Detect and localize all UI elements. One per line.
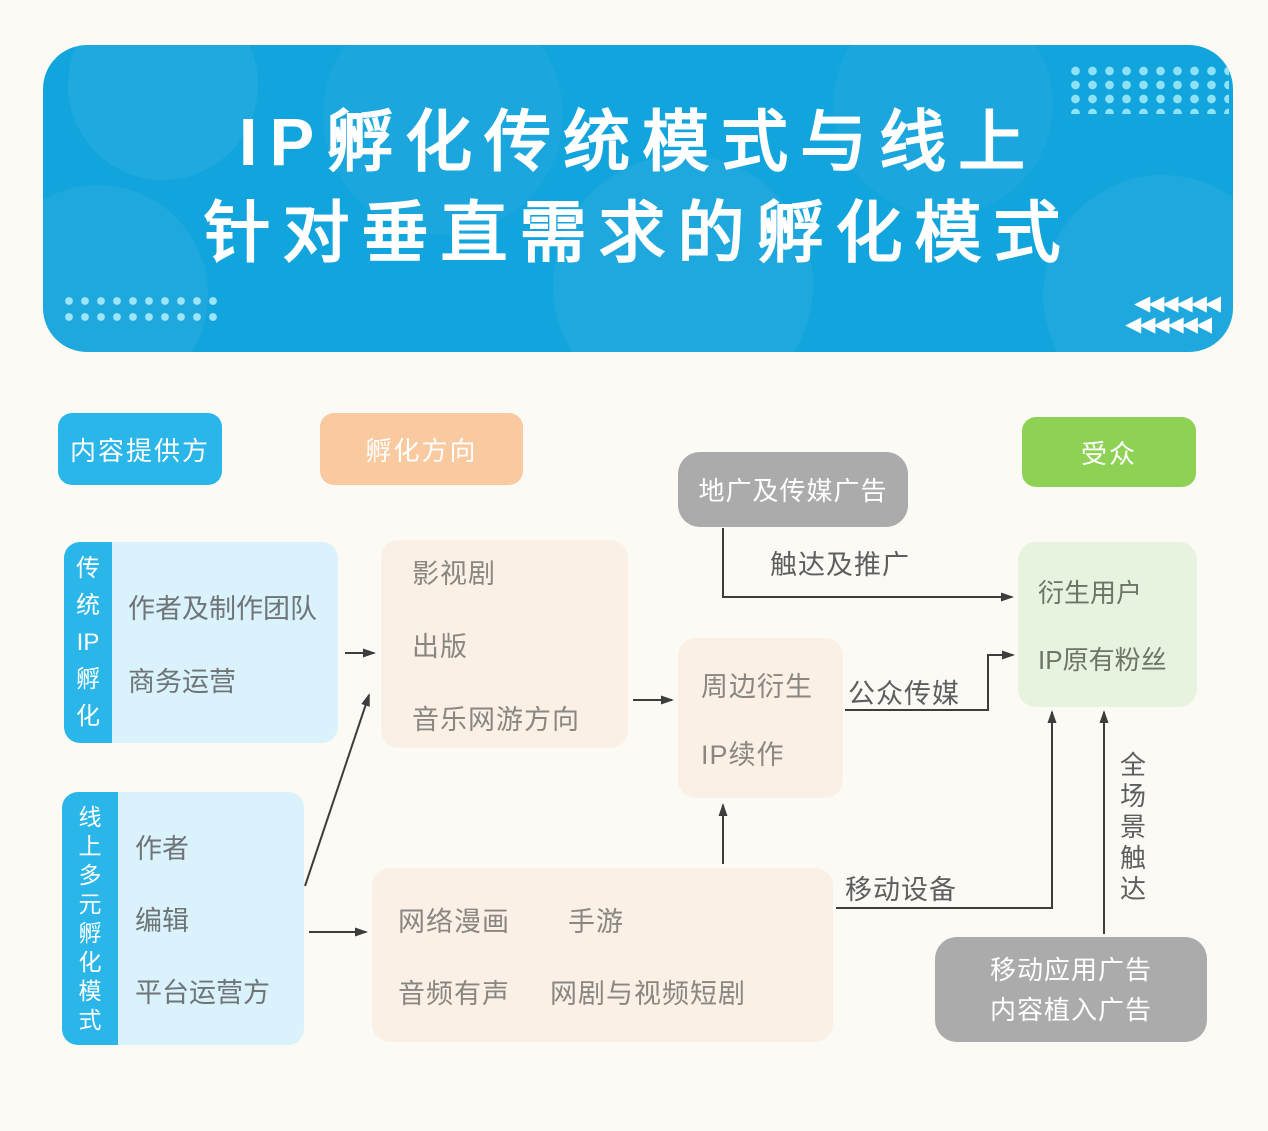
derivative-line-1: 周边衍生: [701, 671, 813, 702]
label-mobile-device: 移动设备: [845, 875, 957, 905]
dot-pattern-bottom-left: [59, 291, 217, 324]
label-reach-and-promote: 触达及推广: [770, 550, 910, 580]
box-ground-media-ads: 地广及传媒广告: [678, 452, 908, 527]
title-line-2: 针对垂直需求的孵化模式: [203, 196, 1073, 271]
direction-line-publishing: 出版: [412, 631, 468, 662]
audience-line-ip-fans: IP原有粉丝: [1038, 644, 1167, 675]
title-banner: IP孵化传统模式与线上 针对垂直需求的孵化模式 ◀◀◀◀◀◀ ◀◀◀◀◀◀: [43, 45, 1233, 352]
triangle-pattern: ◀◀◀◀◀◀ ◀◀◀◀◀◀: [1059, 292, 1221, 336]
block-traditional-ip-incubation: 传 统 IP 孵 化 作者及制作团队 商务运营: [64, 542, 338, 743]
traditional-line-1: 作者及制作团队: [128, 593, 317, 624]
page-title: IP孵化传统模式与线上 针对垂直需求的孵化模式: [43, 97, 1233, 279]
product-web-comics: 网络漫画: [398, 906, 510, 937]
box-traditional-directions: 影视剧 出版 音乐网游方向: [381, 540, 628, 748]
box-audience-users: 衍生用户 IP原有粉丝: [1018, 542, 1197, 707]
block-online-multi-incubation: 线 上 多 元 孵 化 模 式 作者 编辑 平台运营方: [62, 792, 304, 1045]
triangle-row-1: ◀◀◀◀◀◀: [1134, 292, 1221, 315]
online-multi-line-1: 作者: [135, 834, 189, 864]
product-mobile-games: 手游: [568, 906, 624, 937]
online-multi-line-3: 平台运营方: [135, 978, 270, 1008]
box-mobile-app-ads: 移动应用广告 内容植入广告: [935, 937, 1207, 1042]
dot-pattern-top-right: [1063, 62, 1229, 114]
mobile-ads-line-2: 内容植入广告: [989, 994, 1152, 1025]
online-products-row-2: 音频有声 网剧与视频短剧: [398, 972, 833, 1011]
traditional-body: 作者及制作团队 商务运营: [112, 542, 338, 743]
online-multi-body: 作者 编辑 平台运营方: [118, 792, 304, 1045]
label-public-media: 公众传媒: [848, 679, 960, 709]
triangle-row-2: ◀◀◀◀◀◀: [1125, 313, 1212, 336]
derivative-line-2: IP续作: [701, 739, 785, 770]
product-audio: 音频有声: [398, 978, 510, 1009]
direction-line-music-games: 音乐网游方向: [412, 704, 580, 735]
traditional-line-2: 商务运营: [128, 666, 236, 697]
direction-line-film: 影视剧: [412, 558, 496, 589]
online-multi-tab-label: 线 上 多 元 孵 化 模 式: [62, 792, 118, 1045]
mobile-ads-line-1: 移动应用广告: [989, 954, 1152, 985]
header-audience: 受众: [1022, 417, 1196, 487]
audience-line-derived-users: 衍生用户: [1038, 577, 1143, 608]
product-web-drama: 网剧与视频短剧: [550, 978, 746, 1009]
header-content-provider: 内容提供方: [58, 413, 222, 485]
online-products-row-1: 网络漫画 手游: [398, 900, 833, 939]
title-line-1: IP孵化传统模式与线上: [238, 105, 1038, 180]
box-online-products: 网络漫画 手游 音频有声 网剧与视频短剧: [372, 868, 833, 1042]
label-full-scene-reach: 全 场 景 触 达: [1120, 750, 1148, 904]
online-multi-line-2: 编辑: [135, 906, 189, 936]
traditional-tab-label: 传 统 IP 孵 化: [64, 542, 112, 743]
banner-decoration-circles: [43, 45, 1233, 352]
header-incubation-direction: 孵化方向: [320, 413, 523, 485]
box-derivatives: 周边衍生 IP续作: [678, 638, 843, 798]
